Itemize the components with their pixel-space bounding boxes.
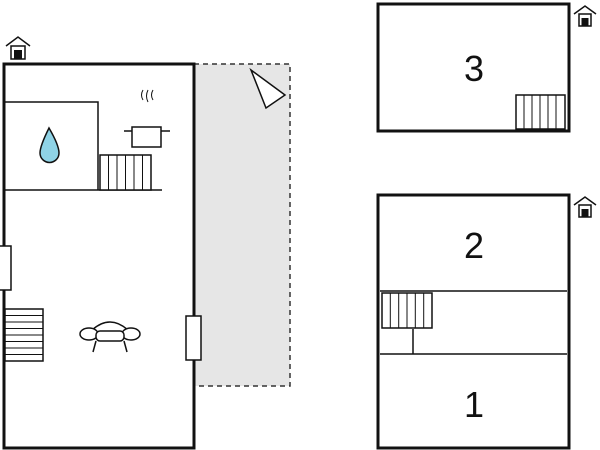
room-3-building: 3 [376,2,571,133]
rooms-1-2-building: 2 1 [376,193,571,450]
room-3-label: 3 [464,48,484,89]
terrace-area [193,63,291,387]
rooms-1-2-outline [376,193,571,450]
bathroom-partition [5,101,99,190]
main-building-outline [2,62,196,450]
radiator-icon-room-2 [381,292,433,329]
right-window [185,315,202,361]
radiator-icon-kitchen [99,154,152,191]
viewpoint-triangle-icon [249,67,287,110]
room-2-label: 2 [464,225,484,266]
room-3-outline [376,2,571,133]
water-drop-icon [39,126,60,164]
radiator-icon-room-3 [515,94,566,130]
house-entrance-icon [573,5,597,27]
sofa-icon [79,321,141,353]
staircase-icon [4,308,44,362]
house-entrance-icon [573,196,597,218]
house-entrance-icon [5,36,31,60]
left-window [0,245,12,291]
room-1-label: 1 [464,384,484,425]
main-building [0,62,202,450]
cooking-pot-icon [124,89,170,148]
